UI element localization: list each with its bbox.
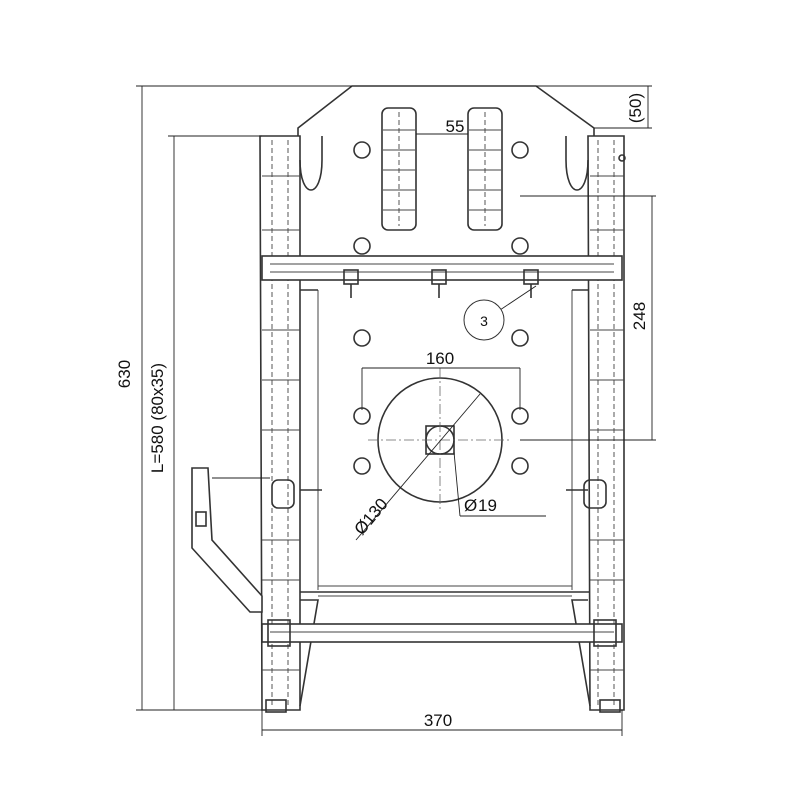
- dim-slot-spacing: 55: [446, 117, 465, 136]
- rotary-disc: [368, 368, 512, 512]
- part-callout: 3: [463, 299, 505, 341]
- bore-diameter-value: 19: [478, 496, 497, 515]
- dim-hole-pattern-height: 248: [630, 302, 649, 330]
- dim-rail-length: L=580 (80x35): [148, 363, 167, 473]
- slot-left: [381, 107, 417, 231]
- upper-crossbar: [261, 255, 623, 298]
- dim-overall-width: 370: [424, 711, 452, 730]
- dimension-lines: [136, 85, 656, 736]
- dim-hole-pattern-width: 160: [426, 349, 454, 368]
- dim-bore-diameter: Ø 19: [464, 496, 497, 515]
- dim-overall-height: 630: [115, 360, 134, 388]
- side-bracket: [191, 467, 270, 613]
- callout-number: 3: [480, 313, 488, 329]
- lower-crossbar: [261, 619, 623, 647]
- diameter-symbol: Ø: [464, 496, 477, 515]
- slot-right: [467, 107, 503, 231]
- mounting-plate: [297, 85, 595, 597]
- dim-top-offset: (50): [626, 93, 645, 123]
